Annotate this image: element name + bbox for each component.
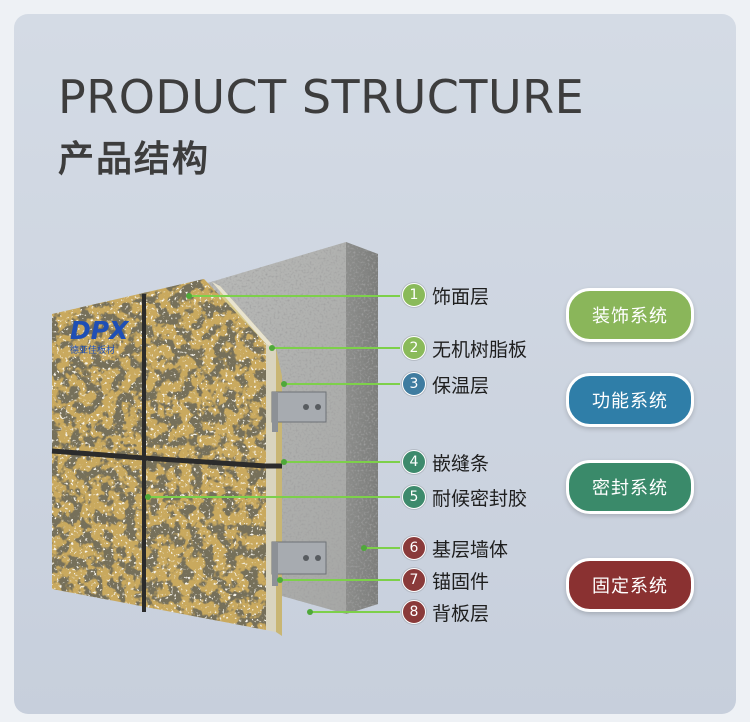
wall-structure-illustration: DPX 德亚佳板材	[51, 242, 400, 636]
resin-board-edge	[212, 282, 276, 349]
layer-label-7: 7 锚固件	[402, 567, 489, 593]
decoration-system-button[interactable]: 装饰系统	[566, 288, 694, 342]
layer-name: 嵌缝条	[432, 452, 490, 475]
dpx-logo-subtext: 德亚佳板材	[70, 344, 115, 356]
leader-lines	[148, 295, 400, 613]
page-subtitle: 产品结构	[58, 139, 211, 180]
layer-number-badge: 3	[402, 372, 426, 396]
layer-number-badge: 8	[402, 600, 426, 624]
page-title: PRODUCT STRUCTURE	[58, 70, 585, 124]
layer-label-5: 5 耐候密封胶	[402, 484, 527, 510]
layer-label-6: 6 基层墙体	[402, 535, 508, 561]
layer-name: 基层墙体	[432, 538, 509, 561]
layer-label-1: 1 饰面层	[402, 282, 489, 308]
product-structure-card: PRODUCT STRUCTURE 产品结构	[14, 14, 736, 714]
layer-label-3: 3 保温层	[402, 371, 489, 397]
leader-dots	[145, 293, 367, 615]
dpx-logo: DPX	[70, 316, 130, 345]
layer-number-badge: 6	[402, 536, 426, 560]
layer-number-badge: 7	[402, 568, 426, 592]
layer-name: 无机树脂板	[432, 338, 528, 361]
layer-number-badge: 5	[402, 485, 426, 509]
layer-number-badge: 1	[402, 283, 426, 307]
layer-name: 饰面层	[432, 285, 490, 308]
fixing-system-button[interactable]: 固定系统	[566, 558, 694, 612]
layer-name: 保温层	[432, 374, 490, 397]
function-system-button[interactable]: 功能系统	[566, 373, 694, 427]
layer-number-badge: 4	[402, 450, 426, 474]
layer-name: 锚固件	[432, 570, 490, 593]
layer-name: 背板层	[432, 602, 490, 625]
sealing-system-button[interactable]: 密封系统	[566, 460, 694, 514]
layer-number-badge: 2	[402, 336, 426, 360]
layer-label-2: 2 无机树脂板	[402, 335, 527, 361]
layer-label-8: 8 背板层	[402, 599, 489, 625]
layer-name: 耐候密封胶	[432, 487, 528, 510]
layer-label-4: 4 嵌缝条	[402, 449, 489, 475]
grout-horizontal	[51, 448, 267, 469]
